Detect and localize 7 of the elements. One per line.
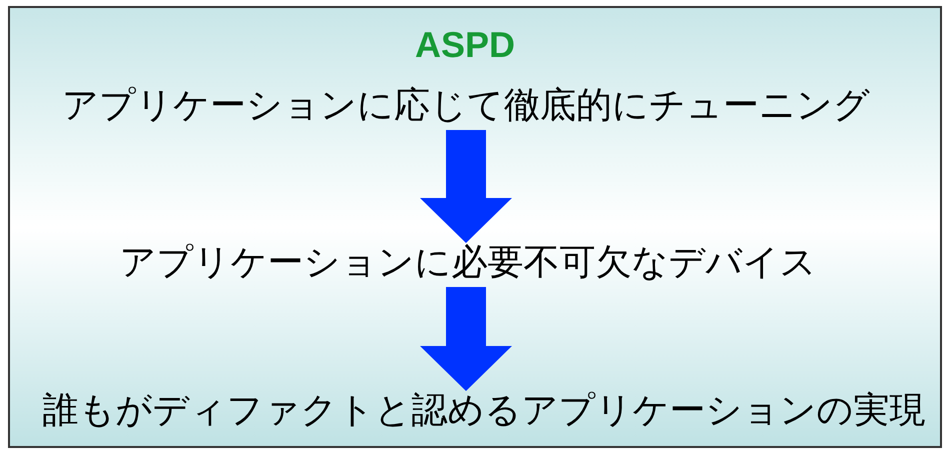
step-text: アプリケーションに応じて徹底的にチューニング xyxy=(62,84,870,128)
panel xyxy=(8,6,942,448)
step-text: アプリケーションに必要不可欠なデバイス xyxy=(120,241,816,285)
block-arrow xyxy=(420,130,512,243)
step-text: 誰もがディファクトと認めるアプリケーションの実現 xyxy=(42,389,926,433)
block-arrow xyxy=(420,287,512,391)
heading: ASPD xyxy=(414,24,516,66)
